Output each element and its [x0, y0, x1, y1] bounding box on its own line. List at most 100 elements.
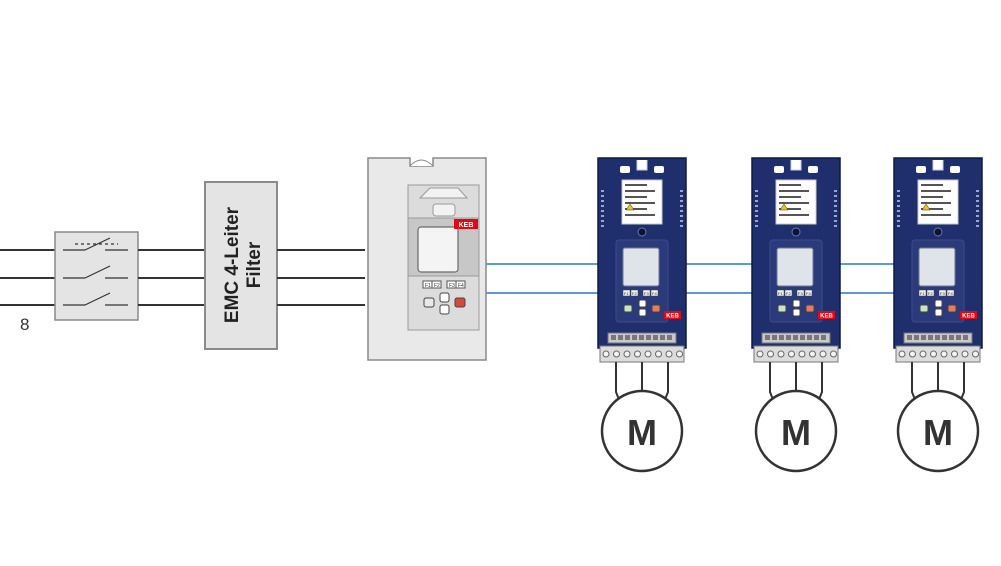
status-led	[601, 210, 604, 212]
status-led	[680, 190, 683, 192]
status-led	[755, 190, 758, 192]
status-led	[976, 190, 979, 192]
power-terminal-screw	[972, 350, 979, 358]
power-terminal-screw	[961, 350, 969, 358]
drive-stop-key[interactable]	[805, 304, 815, 313]
terminal-screw	[625, 335, 630, 340]
drive-stop-key[interactable]	[947, 304, 957, 313]
drive-key-f4[interactable]	[804, 289, 813, 297]
drive-key-f4[interactable]	[946, 289, 955, 297]
terminal-screw	[765, 335, 770, 340]
label-text-line	[921, 214, 951, 216]
status-led	[897, 220, 900, 222]
status-led	[755, 200, 758, 202]
label-text-line	[921, 190, 951, 192]
power-terminal-screw	[623, 350, 631, 358]
drive-key-f1[interactable]	[776, 289, 785, 297]
label-text-line	[779, 190, 809, 192]
motor-wire-w	[663, 362, 669, 403]
power-terminal-screw	[665, 350, 673, 358]
label-text-line	[625, 196, 647, 198]
status-led	[680, 215, 683, 217]
supply-up-key[interactable]	[439, 292, 450, 303]
switch-contacts-icon	[63, 237, 128, 306]
status-led	[834, 195, 837, 197]
label-text-line	[625, 190, 655, 192]
drive-start-key[interactable]	[777, 304, 787, 313]
drive-key-f1-label: F1	[624, 291, 629, 296]
drive-up-key[interactable]	[792, 299, 801, 308]
drive-stop-key[interactable]	[651, 304, 661, 313]
motor-label-1: M	[627, 412, 657, 453]
status-led	[976, 200, 979, 202]
warning-icon	[779, 203, 789, 211]
mount-tab-right	[654, 166, 664, 173]
drive-start-key[interactable]	[919, 304, 929, 313]
terminal-screw	[632, 335, 637, 340]
filter-to-supply-lines	[277, 249, 365, 306]
status-led	[755, 195, 758, 197]
status-led	[834, 190, 837, 192]
status-led	[601, 225, 604, 227]
power-terminal-screw	[788, 350, 795, 358]
filter-label-line1: EMC 4-Leiter	[222, 206, 243, 323]
drive-up-key[interactable]	[934, 299, 943, 308]
drive-down-key[interactable]	[934, 308, 943, 317]
drive-key-f2-label: F2	[632, 291, 637, 296]
drive-key-f3[interactable]	[796, 289, 805, 297]
drive-key-f4-label: F4	[948, 291, 953, 296]
drive-key-f3[interactable]	[938, 289, 947, 297]
rotary-knob	[791, 227, 801, 237]
mount-tab-left	[916, 166, 926, 173]
supply-stop-key[interactable]	[454, 297, 466, 308]
rotary-knob	[637, 227, 647, 237]
terminal-screw	[611, 335, 616, 340]
drive-up-key[interactable]	[638, 299, 647, 308]
supply-key-f4[interactable]	[455, 280, 466, 289]
power-terminal-screw	[655, 350, 662, 358]
terminal-screw	[949, 335, 954, 340]
status-led	[834, 220, 837, 222]
terminal-screw	[660, 335, 665, 340]
terminal-screw	[814, 335, 819, 340]
status-led	[680, 200, 683, 202]
drive-display	[918, 247, 956, 287]
supply-start-key[interactable]	[423, 297, 435, 308]
drive-key-f1[interactable]	[622, 289, 631, 297]
status-led	[897, 205, 900, 207]
drive-key-f2[interactable]	[630, 289, 639, 297]
drive-key-f2[interactable]	[784, 289, 793, 297]
mount-tab-right	[950, 166, 960, 173]
drive-key-f1[interactable]	[918, 289, 927, 297]
power-terminal-screw	[951, 350, 958, 358]
power-terminal-screw	[798, 350, 806, 358]
drive-display	[622, 247, 660, 287]
drive-key-f2-label: F2	[786, 291, 791, 296]
drive-down-key[interactable]	[638, 308, 647, 317]
terminal-screw	[779, 335, 784, 340]
power-terminal-screw	[830, 350, 837, 358]
status-led	[976, 195, 979, 197]
drive-key-f3[interactable]	[642, 289, 651, 297]
drive-down-key[interactable]	[792, 308, 801, 317]
drive-key-f4[interactable]	[650, 289, 659, 297]
drive-keb-logo	[960, 311, 977, 319]
supply-keb-logo	[454, 219, 478, 229]
drive-key-f2[interactable]	[926, 289, 935, 297]
status-led	[834, 205, 837, 207]
terminal-screw	[942, 335, 947, 340]
motor-1	[600, 389, 684, 473]
status-led	[680, 205, 683, 207]
supply-key-f4-label: F4	[458, 283, 464, 289]
label-text-line	[779, 196, 801, 198]
supply-down-key[interactable]	[439, 304, 450, 315]
drive-start-key[interactable]	[623, 304, 633, 313]
supply-key-f2[interactable]	[431, 280, 442, 289]
motor-label-3: M	[923, 412, 953, 453]
supply-function-keys: F1 F2 F3 F4	[422, 280, 466, 289]
terminal-screw	[907, 335, 912, 340]
